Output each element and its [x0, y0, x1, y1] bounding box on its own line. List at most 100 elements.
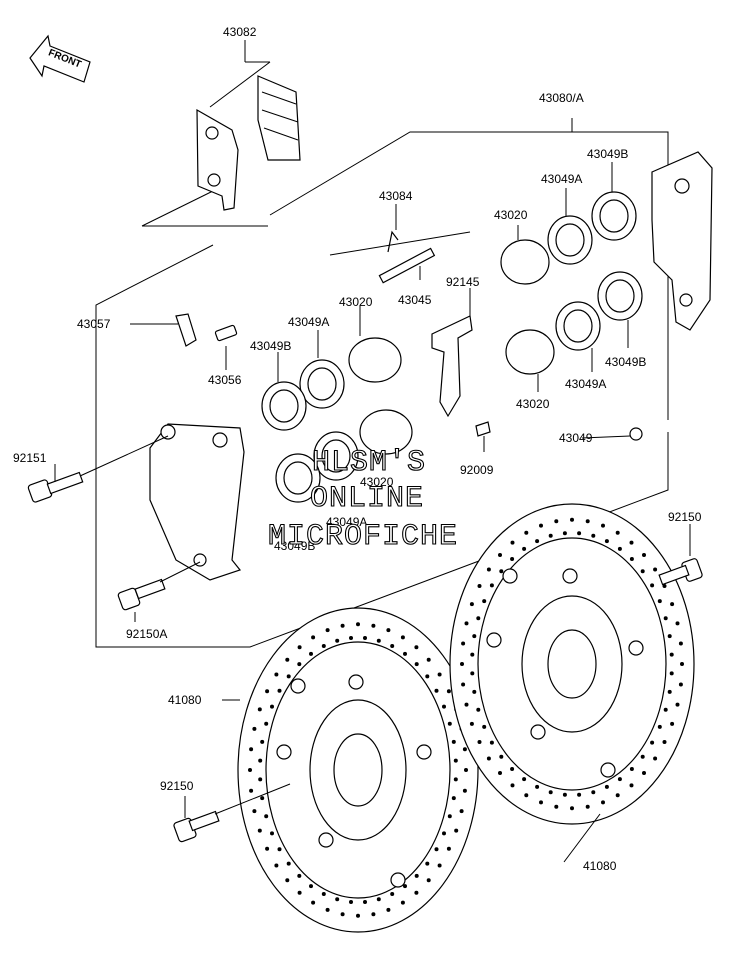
disc-hole: [535, 539, 540, 544]
disc-hole: [657, 599, 662, 604]
disc-hole: [285, 878, 290, 883]
caliper-bolts: [27, 435, 201, 622]
label-43049a-ur: 43049A: [541, 172, 582, 186]
disc-hole: [653, 567, 658, 572]
disc-hole: [577, 792, 582, 797]
disc-hole: [615, 530, 620, 535]
disc-hole: [349, 900, 353, 904]
disc-hole: [663, 707, 668, 712]
label-92145: 92145: [446, 275, 480, 289]
label-43020-ur: 43020: [494, 208, 528, 222]
piston-group-left-lower: [275, 409, 413, 503]
disc-hole: [650, 740, 655, 745]
disc-hole: [414, 645, 419, 650]
disc-hole: [325, 907, 330, 912]
disc-hole: [601, 800, 605, 805]
disc-hole: [340, 912, 345, 917]
label-43084: 43084: [379, 189, 413, 203]
brake-disc-left: [237, 607, 479, 933]
disc-hole: [321, 892, 326, 896]
disc-hole: [486, 567, 491, 572]
disc-hole: [260, 739, 265, 744]
disc-hole: [464, 702, 469, 707]
disc-hole: [585, 519, 590, 524]
disc-hole: [477, 584, 482, 588]
disc-hole: [680, 662, 684, 666]
part-labels: 43082 43080/A 43084 43045 43049B 43049A …: [13, 25, 702, 873]
label-43049b-lr: 43049B: [605, 355, 646, 369]
disc-hole: [425, 861, 430, 866]
disc-hole: [462, 788, 467, 793]
brake-pad-set: [196, 40, 301, 211]
disc-hole: [403, 884, 407, 889]
disc-hole: [425, 674, 430, 679]
label-43057: 43057: [77, 317, 111, 331]
disc-hole: [414, 662, 419, 667]
disc-hole: [464, 768, 468, 772]
disc-hole: [675, 621, 680, 626]
disc-hole: [297, 645, 302, 650]
disc-hole: [670, 602, 675, 607]
disc-hole: [376, 897, 381, 902]
disc-hole: [363, 900, 367, 904]
disc-hole: [640, 569, 645, 574]
disc-hole: [601, 523, 605, 528]
disc-hole: [265, 689, 270, 694]
disc-hole: [257, 828, 262, 833]
label-43049a-lr: 43049A: [565, 377, 606, 391]
disc-hole: [335, 897, 340, 902]
disc-hole: [311, 900, 316, 905]
disc-hole: [470, 652, 475, 657]
disc-hole: [447, 721, 452, 726]
disc-hole: [426, 657, 431, 662]
watermark-line3: MICROFICHE: [268, 520, 458, 554]
disc-hole: [604, 539, 609, 544]
disc-hole: [460, 662, 464, 666]
disc-hole: [403, 651, 407, 656]
assembly-outline: [95, 118, 669, 648]
disc-hole: [371, 912, 376, 917]
disc-hole: [459, 809, 464, 814]
caliper-left-half: [149, 313, 245, 581]
disc-hole: [477, 740, 482, 744]
label-43020-ul: 43020: [339, 295, 373, 309]
disc-hole: [390, 644, 395, 648]
disc-hole: [570, 517, 574, 522]
disc-hole: [629, 540, 634, 545]
label-92151: 92151: [13, 451, 47, 465]
caliper-right-half: [629, 151, 713, 441]
label-92150-left: 92150: [160, 779, 194, 793]
disc-hole: [489, 740, 494, 745]
disc-hole: [469, 602, 474, 607]
disc-hole: [258, 777, 263, 782]
disc-hole: [591, 790, 596, 795]
disc-hole: [356, 622, 360, 627]
disc-hole: [678, 682, 683, 687]
disc-hole: [356, 913, 360, 918]
disc-hole: [258, 758, 263, 763]
disc-hole: [453, 758, 458, 763]
disc-hole: [548, 533, 553, 538]
label-43080a: 43080/A: [539, 91, 584, 105]
disc-hole: [252, 726, 257, 731]
pad-clip: [431, 288, 491, 437]
disc-hole: [510, 540, 515, 545]
disc-hole: [451, 796, 456, 801]
disc-hole: [476, 707, 481, 712]
disc-hole: [522, 777, 527, 782]
disc-hole: [277, 688, 282, 693]
disc-hole: [325, 628, 330, 633]
label-92150a: 92150A: [126, 627, 167, 641]
disc-hole: [640, 754, 645, 759]
disc-hole: [539, 800, 543, 805]
disc-hole: [489, 583, 494, 588]
disc-hole: [414, 873, 419, 878]
disc-hole: [562, 792, 567, 797]
disc-hole: [498, 553, 502, 557]
disc-hole: [371, 623, 376, 628]
label-43020-lr: 43020: [516, 397, 550, 411]
disc-hole: [442, 704, 446, 709]
disc-hole: [249, 747, 254, 752]
piston-group-left-upper: [261, 305, 402, 431]
disc-hole: [264, 814, 269, 819]
